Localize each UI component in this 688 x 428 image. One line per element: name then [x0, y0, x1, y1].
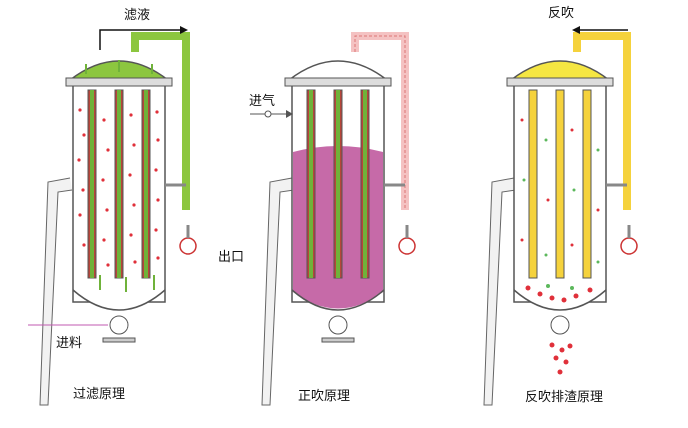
top-arrow [99, 29, 180, 50]
vessel-dome [508, 60, 612, 81]
outlet-valve [179, 237, 197, 255]
flow-arrows [85, 60, 155, 292]
support-leg [39, 177, 73, 406]
air-inlet-valve [264, 110, 272, 118]
vessel-bottom [291, 289, 385, 311]
particles [77, 108, 160, 267]
particles [520, 118, 600, 264]
backblow-label: 反吹 [548, 6, 575, 21]
filtrate-label: 滤液 [124, 8, 151, 23]
caption-back-blow: 反吹排渣原理 [525, 390, 604, 405]
discharge-debris [549, 342, 573, 375]
vessel-dome [286, 60, 390, 81]
panel-back-blow [483, 26, 638, 406]
flange [284, 77, 392, 87]
filter-elements [87, 89, 151, 279]
filter-elements [528, 89, 592, 279]
outlet-label: 出口 [218, 250, 245, 265]
flange [506, 77, 614, 87]
vessel-bottom [72, 289, 166, 311]
inlet-label: 进料 [56, 336, 83, 351]
panel-forward-blow [250, 32, 416, 406]
discharge-valve [550, 315, 570, 335]
caption-forward-blow: 正吹原理 [298, 389, 351, 404]
sediment [525, 284, 593, 303]
support-leg [261, 177, 295, 406]
inlet-valve [109, 315, 129, 335]
backblow-pipe [573, 32, 631, 210]
outlet-valve [620, 237, 638, 255]
panel-filtration [28, 26, 197, 406]
vessel-bottom [513, 289, 607, 311]
outlet-valve [398, 237, 416, 255]
filter-elements [306, 89, 370, 279]
filtrate-pipe [131, 32, 190, 210]
flange [65, 77, 173, 87]
air-inlet-label: 进气 [249, 94, 276, 109]
caption-filtration: 过滤原理 [73, 387, 126, 402]
support-leg [483, 177, 517, 406]
bottom-valve [328, 315, 348, 335]
